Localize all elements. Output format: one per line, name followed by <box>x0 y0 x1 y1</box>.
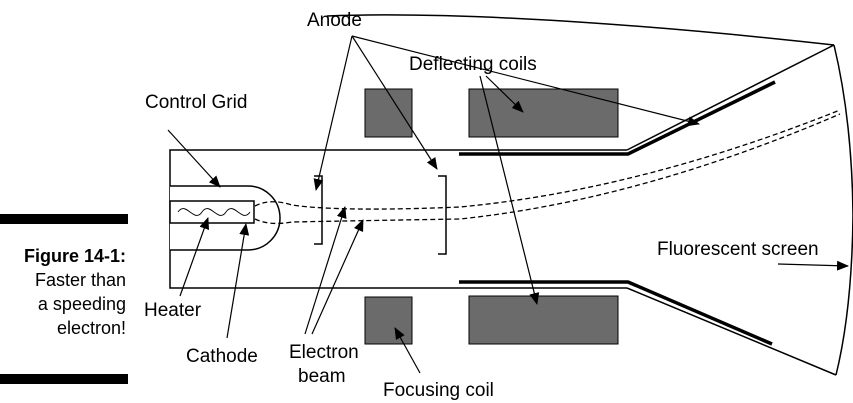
focusing-leader <box>394 327 421 374</box>
anode-right-bracket <box>438 175 447 255</box>
label-deflecting-coils: Deflecting coils <box>409 54 537 75</box>
deflecting-leader-top <box>485 75 524 113</box>
anode-left-bracket <box>314 175 323 245</box>
electron-beam <box>254 109 841 225</box>
beam-leader-left <box>304 206 347 335</box>
caption-line-1: Faster than <box>35 270 126 290</box>
caption-line-3: electron! <box>57 318 126 338</box>
focusing-coil-bottom <box>364 296 413 345</box>
figure-label: Figure 14-1: <box>24 246 126 266</box>
heater-leader <box>179 217 209 297</box>
label-control-grid: Control Grid <box>145 92 247 113</box>
anode-leader-plate <box>351 35 700 127</box>
fluorescent-screen-face <box>833 44 853 376</box>
cathode-box <box>169 200 255 224</box>
label-heater: Heater <box>144 300 202 321</box>
label-anode: Anode <box>307 10 362 31</box>
deflecting-coil-bottom <box>468 295 619 345</box>
control-grid-leader <box>167 129 221 188</box>
label-electron-beam-2: beam <box>298 366 346 387</box>
cathode-leader <box>226 223 250 339</box>
label-electron-beam-1: Electron <box>289 342 359 363</box>
tube-funnel-bottom <box>626 287 837 376</box>
anode-leader-left <box>313 35 353 191</box>
label-cathode: Cathode <box>186 346 258 367</box>
lower-plate <box>459 280 773 346</box>
label-fluorescent-screen: Fluorescent screen <box>657 239 819 260</box>
label-focusing-coil: Focusing coil <box>383 380 494 401</box>
tube-bulb-top <box>326 14 835 46</box>
deflecting-plates <box>459 80 776 346</box>
deflecting-coil-top <box>468 88 619 138</box>
fluorescent-leader <box>777 260 849 271</box>
caption-top-bar <box>0 214 128 224</box>
beam-lower-edge <box>254 113 841 225</box>
upper-plate <box>459 80 776 156</box>
beam-leader-right <box>311 219 364 335</box>
focusing-coil-top <box>364 88 413 138</box>
anode-leader-right <box>351 35 438 170</box>
beam-upper-edge <box>254 109 841 210</box>
caption-bottom-bar <box>0 374 128 384</box>
leader-lines <box>167 35 849 374</box>
caption-line-2: a speeding <box>38 294 126 314</box>
heater-filament <box>177 208 251 216</box>
tube-funnel-top <box>626 44 835 151</box>
deflecting-leader-bottom <box>479 75 540 305</box>
